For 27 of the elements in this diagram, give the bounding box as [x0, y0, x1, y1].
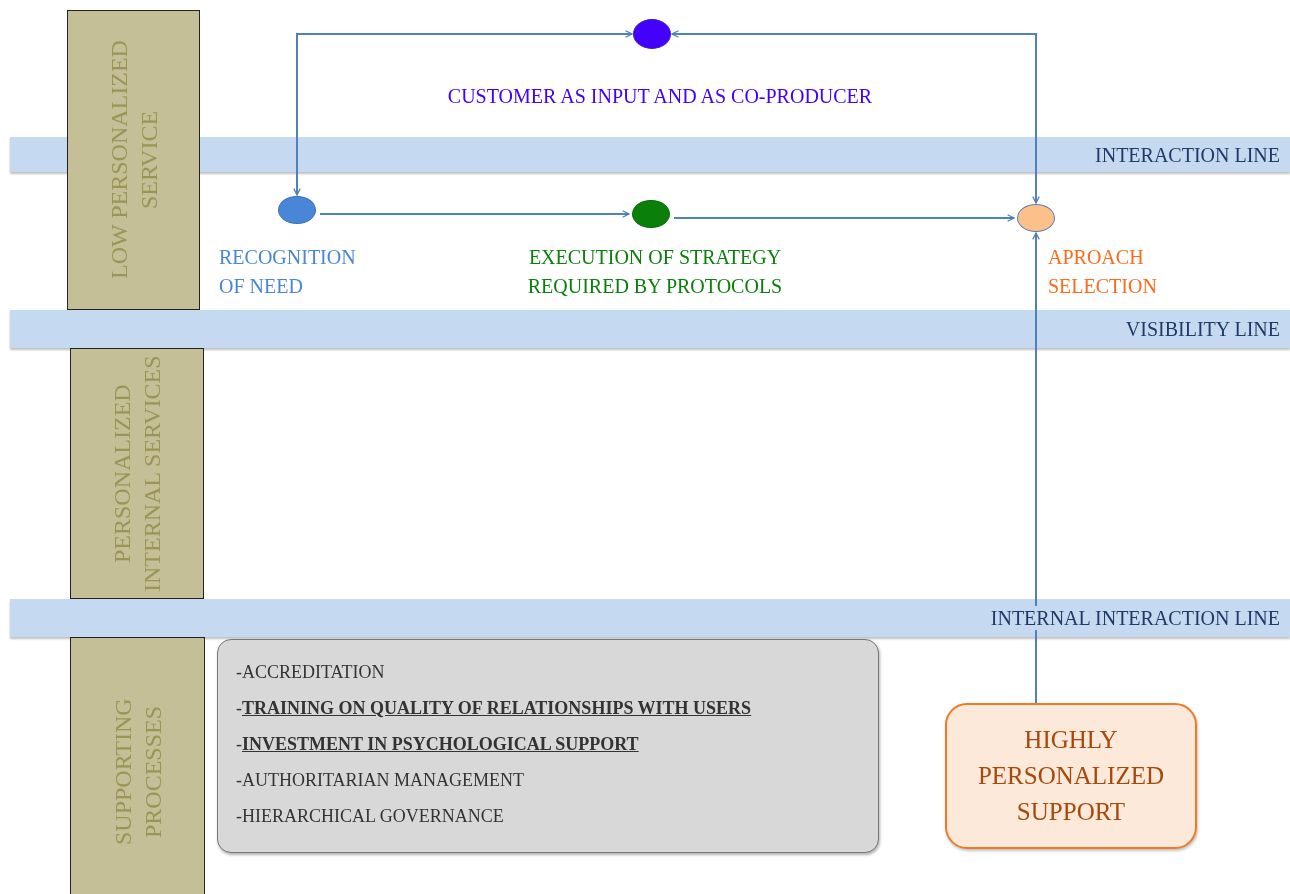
circle-node [278, 196, 316, 224]
circle-node [632, 200, 670, 228]
step-label: EXECUTION OF STRATEGY REQUIRED BY PROTOCOLS [526, 245, 784, 299]
list-item: -AUTHORITARIAN MANAGEMENT [236, 769, 525, 792]
lane-header [70, 348, 204, 599]
arrow [671, 30, 1040, 204]
lane-title: SUPPORTING PROCESSES [108, 697, 167, 848]
list-item: -TRAINING ON QUALITY OF RELATIONSHIPS WITH USERS [236, 697, 752, 720]
lane-header [70, 637, 205, 894]
box-text: HIGHLY PERSONALIZED SUPPORT [976, 725, 1166, 827]
list-item: -ACCREDITATION [236, 661, 385, 684]
arrow [319, 210, 630, 218]
arrow [293, 30, 633, 196]
step-label: CUSTOMER AS INPUT AND AS CO-PRODUCER [446, 84, 874, 109]
lane-header [67, 10, 200, 310]
lane-title: LOW PERSONALIZED SERVICE [104, 39, 163, 282]
circle-node [1017, 204, 1055, 232]
step-label: RECOGNITION OF NEED [219, 245, 357, 299]
arrow [673, 214, 1015, 222]
list-item: -INVESTMENT IN PSYCHOLOGICAL SUPPORT [236, 733, 639, 756]
list-item: -HIERARCHICAL GOVERNANCE [236, 805, 504, 828]
arrow [1032, 232, 1040, 704]
list-panel [217, 639, 879, 853]
process-box [945, 703, 1197, 849]
step-label: APROACH SELECTION [1048, 245, 1158, 299]
lane-title: PERSONALIZED INTERNAL SERVICES [108, 354, 166, 594]
circle-node [633, 19, 671, 49]
